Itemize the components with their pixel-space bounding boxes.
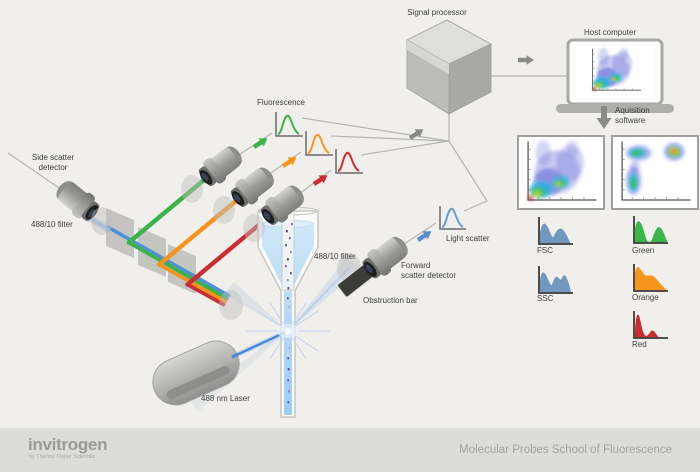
obstruction-bar-label: Obstruction bar <box>363 296 418 305</box>
fluorescence-charts <box>275 112 363 174</box>
forward-scatter-detector-label: Forward scatter detector <box>401 261 457 281</box>
invitrogen-logo: invitrogen <box>28 435 108 454</box>
laser-label: 488 nm Laser <box>201 394 250 403</box>
histogram-orange <box>633 264 668 292</box>
light-beams <box>84 177 269 307</box>
host-computer-label: Host computer <box>583 28 637 37</box>
acquisition-software-label: Aquisition software <box>615 106 650 126</box>
ssc-label: SSC <box>537 294 554 303</box>
forward-filter-label: 488/10 filter <box>314 252 356 261</box>
diagram-canvas <box>7 19 699 418</box>
orange-label: Orange <box>632 293 659 302</box>
signal-processor-label: Signal processor <box>407 8 467 17</box>
light-scatter-label: Light scatter <box>446 234 490 243</box>
histogram-green <box>633 216 668 244</box>
starburst <box>246 302 330 360</box>
to-computer-arrow <box>518 55 534 65</box>
side-scatter-detector-label: Side scatter detector <box>31 153 75 173</box>
acquisition-panel-1 <box>517 135 605 210</box>
acquisition-arrow <box>596 106 612 129</box>
histogram-ssc <box>538 266 573 294</box>
histogram-red <box>633 311 668 339</box>
host-computer-laptop <box>556 38 674 113</box>
signal-processor-box <box>406 19 492 115</box>
fsc-label: FSC <box>537 246 553 255</box>
laser-beam <box>230 329 288 360</box>
lens-discs <box>91 175 265 320</box>
fluorescence-label: Fluorescence <box>256 98 306 107</box>
footer-title: Molecular Probes School of Fluorescence <box>459 444 672 456</box>
light-scatter-chart <box>439 206 466 230</box>
invitrogen-tagline: by Thermo Fisher Scientific <box>29 454 96 460</box>
red-arrow <box>311 171 331 189</box>
red-label: Red <box>632 340 647 349</box>
side-filter-label: 488/10 filter <box>31 220 73 229</box>
acquisition-panel-2 <box>611 135 699 210</box>
green-label: Green <box>632 246 655 255</box>
footer-bar <box>0 428 700 472</box>
histogram-fsc <box>538 217 573 245</box>
